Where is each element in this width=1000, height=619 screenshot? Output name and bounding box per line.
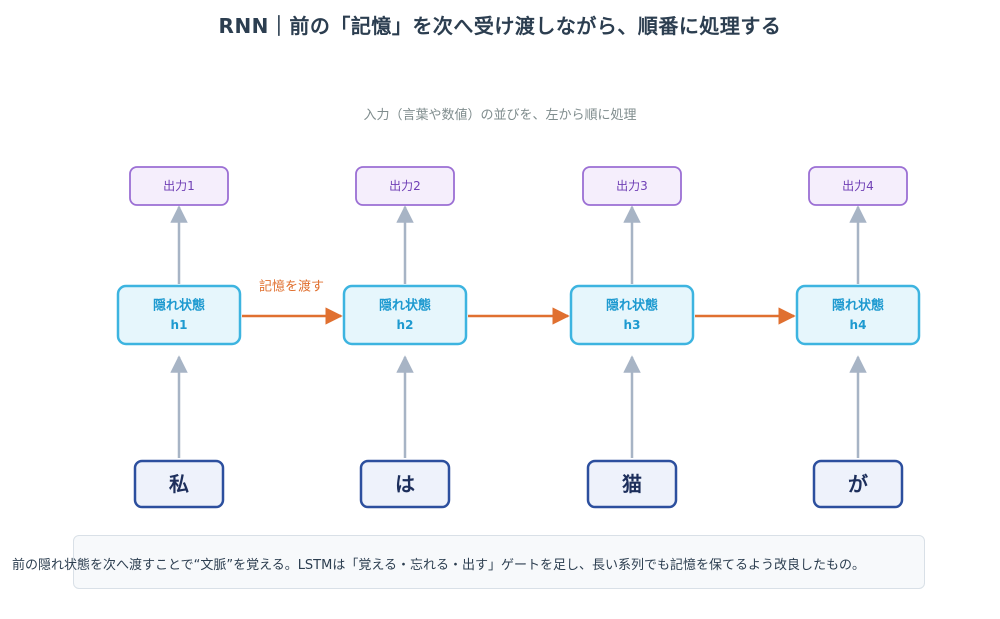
diagram-subtitle: 入力（言葉や数値）の並びを、左から順に処理 xyxy=(363,108,637,123)
output-node-box-1 xyxy=(129,166,229,206)
hidden-node-4: 隠れ状態 h4 xyxy=(795,284,921,346)
hidden-node-label-3: 隠れ状態 xyxy=(606,298,658,314)
memory-label-group: 記憶を渡す xyxy=(259,279,324,295)
hidden-node-box-4 xyxy=(795,284,921,346)
hidden-node-label-1: 隠れ状態 xyxy=(153,298,205,314)
hidden-node-label-2: 隠れ状態 xyxy=(379,298,431,314)
input-node-box-1 xyxy=(133,459,225,509)
hidden-node-label-4: 隠れ状態 xyxy=(832,298,884,314)
input-node-4: が xyxy=(812,459,904,509)
output-node-label-1: 出力1 xyxy=(163,179,195,193)
output-node-box-3 xyxy=(582,166,682,206)
hidden-node-box-3 xyxy=(569,284,695,346)
output-node-label-3: 出力3 xyxy=(616,179,648,193)
input-node-box-2 xyxy=(359,459,451,509)
footer-note-text: 前の隠れ状態を次へ渡すことで“文脈”を覚える。LSTMは「覚える・忘れる・出す」… xyxy=(12,558,865,573)
hidden-node-box-2 xyxy=(342,284,468,346)
output-node-box-2 xyxy=(355,166,455,206)
memory-label: 記憶を渡す xyxy=(259,279,324,295)
input-node-label-1: 私 xyxy=(169,472,189,496)
input-node-box-4 xyxy=(812,459,904,509)
output-node-4: 出力4 xyxy=(808,166,908,206)
input-node-2: は xyxy=(359,459,451,509)
hidden-node-2: 隠れ状態 h2 xyxy=(342,284,468,346)
input-node-label-2: は xyxy=(395,472,415,496)
hidden-node-sublabel-2: h2 xyxy=(397,318,414,332)
hidden-node-sublabel-3: h3 xyxy=(624,318,641,332)
hidden-node-1: 隠れ状態 h1 xyxy=(116,284,242,346)
output-node-box-4 xyxy=(808,166,908,206)
output-node-label-4: 出力4 xyxy=(842,179,874,193)
input-node-3: 猫 xyxy=(586,459,678,509)
input-node-1: 私 xyxy=(133,459,225,509)
input-node-box-3 xyxy=(586,459,678,509)
input-node-label-4: が xyxy=(848,472,868,496)
hidden-node-sublabel-1: h1 xyxy=(171,318,188,332)
output-node-label-2: 出力2 xyxy=(389,179,421,193)
hidden-node-box-1 xyxy=(116,284,242,346)
page-title: RNN｜前の「記憶」を次へ受け渡しながら、順番に処理する xyxy=(218,14,782,38)
hidden-node-sublabel-4: h4 xyxy=(850,318,867,332)
output-node-3: 出力3 xyxy=(582,166,682,206)
footer-note-box xyxy=(73,535,925,589)
output-node-2: 出力2 xyxy=(355,166,455,206)
output-node-1: 出力1 xyxy=(129,166,229,206)
hidden-node-3: 隠れ状態 h3 xyxy=(569,284,695,346)
input-node-label-3: 猫 xyxy=(622,472,642,496)
